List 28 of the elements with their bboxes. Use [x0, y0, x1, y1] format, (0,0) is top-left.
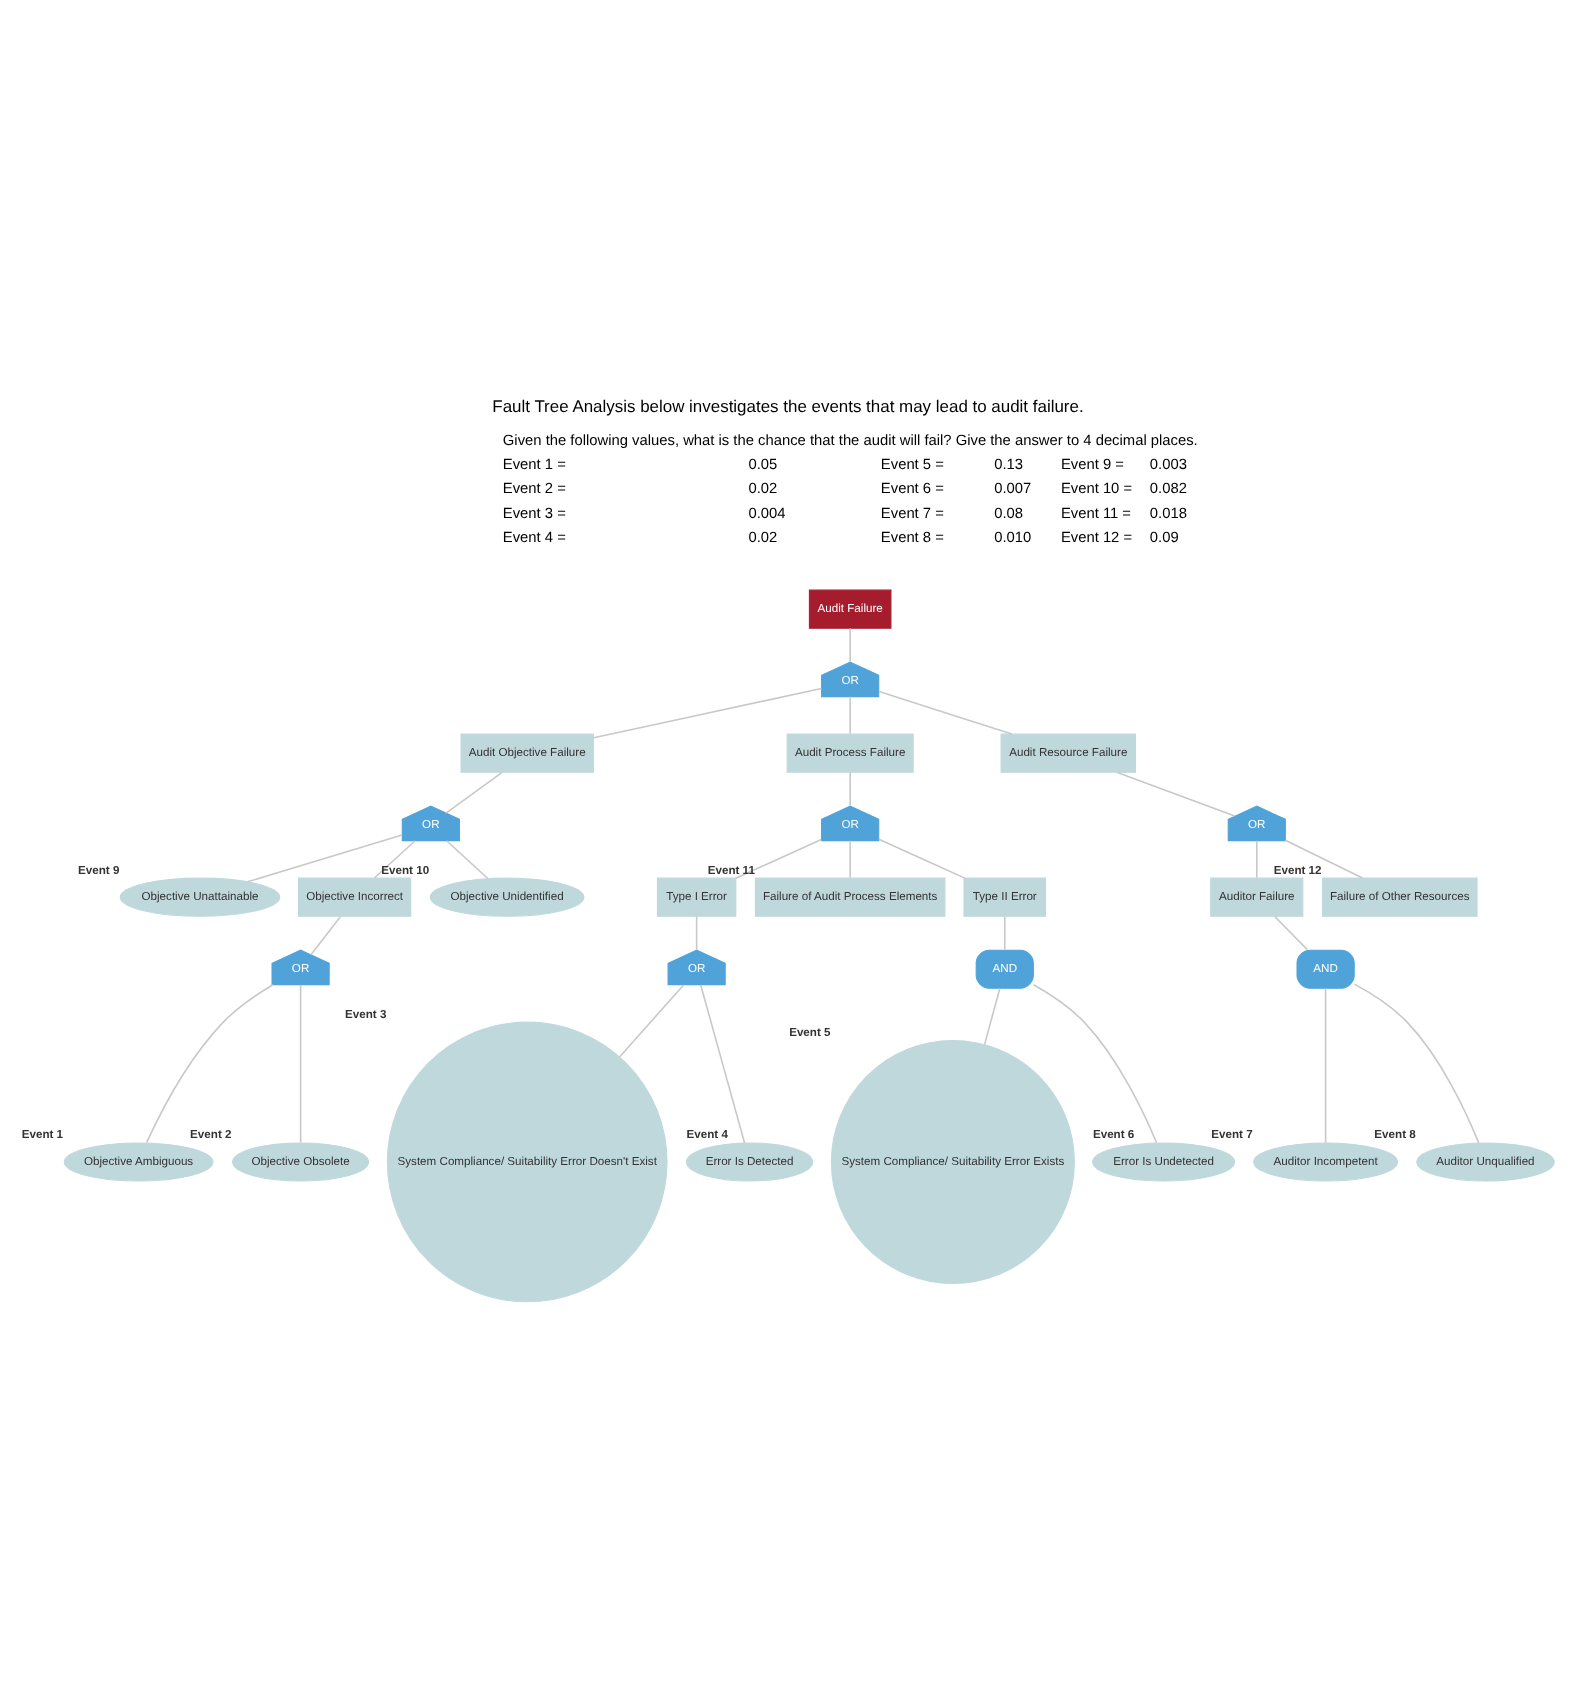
- connector: [445, 771, 503, 814]
- connector: [310, 915, 342, 956]
- connector: [849, 839, 851, 879]
- connector: [1032, 983, 1158, 1144]
- connector: [735, 838, 823, 880]
- connector: [445, 839, 489, 880]
- connector: [849, 695, 851, 735]
- connector: [695, 915, 698, 951]
- connector: [849, 771, 851, 807]
- connector: [983, 987, 1001, 1046]
- connector: [299, 984, 302, 1144]
- connector: [1353, 983, 1480, 1144]
- connector: [373, 839, 416, 879]
- connector: [145, 984, 274, 1144]
- connector: [878, 838, 966, 879]
- connector: [849, 627, 851, 663]
- connector: [1003, 915, 1006, 951]
- connector: [592, 687, 823, 739]
- connector: [618, 984, 685, 1058]
- connector: [1284, 839, 1364, 879]
- connector: [246, 834, 403, 883]
- diagram-title: Fault Tree Analysis below investigates the events that may lead to audit failure.: [492, 396, 1084, 417]
- connector: [1274, 915, 1309, 951]
- connector: [1324, 987, 1327, 1144]
- connector: [1256, 839, 1258, 879]
- connector: [878, 690, 1013, 735]
- connector: [1116, 771, 1236, 817]
- connector: [699, 984, 746, 1144]
